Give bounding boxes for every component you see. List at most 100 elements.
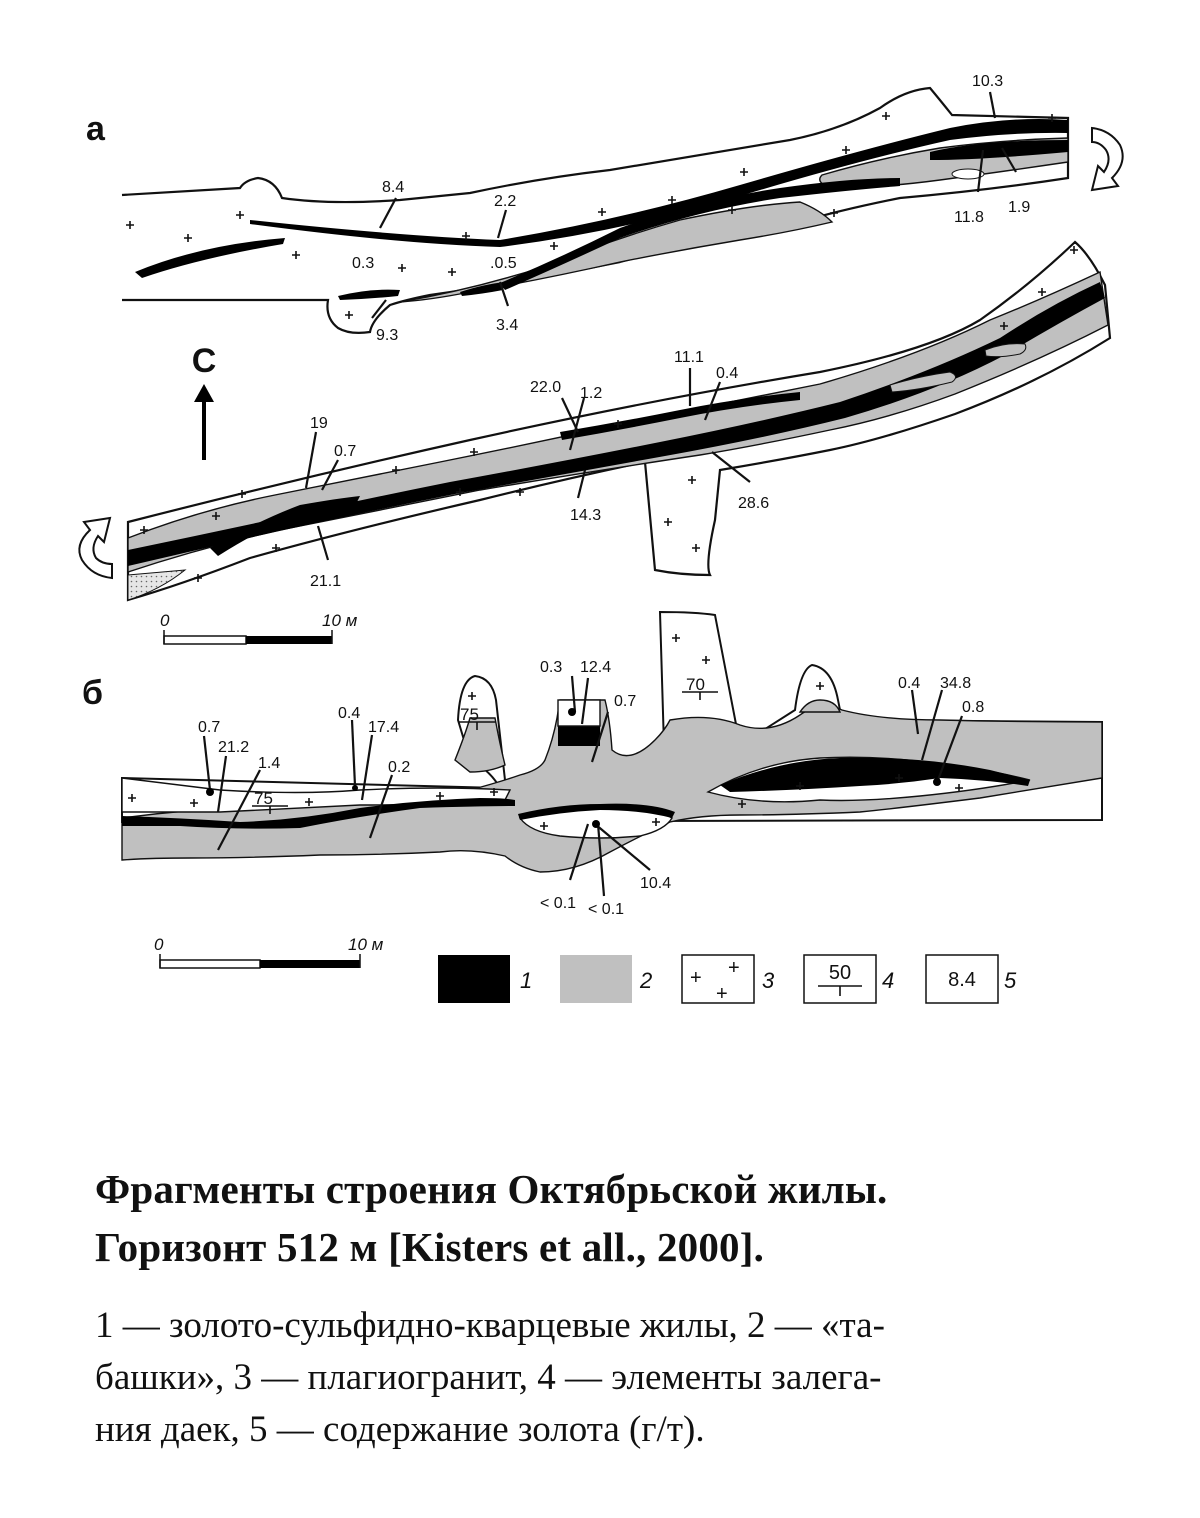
dip-value: 75 <box>460 705 479 724</box>
caption-title-line: Горизонт 512 м [Kisters et all., 2000]. <box>95 1224 765 1270</box>
tabashki-lens <box>889 371 956 393</box>
sandstone-patch <box>127 569 187 601</box>
figure-caption-title: Фрагменты строения Октябрьской жилы. Гор… <box>95 1160 1135 1276</box>
gold-value: 0.7 <box>614 693 636 710</box>
legend-swatch-tabashki <box>560 955 632 1003</box>
gold-value: 12.4 <box>580 659 611 676</box>
gold-value: 0.2 <box>388 759 410 776</box>
legend-gold-value: 8.4 <box>948 969 976 991</box>
legend-dip-value: 50 <box>829 962 851 984</box>
granite-plus-marks <box>128 634 963 830</box>
legend-swatch-granite <box>681 954 755 1004</box>
gold-value: 0.7 <box>334 443 356 460</box>
sample-points <box>206 708 941 828</box>
dip-value: 70 <box>686 675 705 694</box>
dike-window <box>557 699 601 727</box>
tabashki-zone <box>454 717 506 773</box>
quartz-vein <box>518 803 675 820</box>
gold-labels-a-lower: 11.1 0.4 22.0 1.2 19 0.7 14.3 28.6 21.1 <box>310 349 769 590</box>
legend-number: 2 <box>639 968 652 993</box>
gold-value: 1.9 <box>1008 199 1030 216</box>
gold-value: 2.2 <box>494 193 516 210</box>
tabashki-zone <box>127 270 1109 573</box>
gold-value: 0.4 <box>716 365 738 382</box>
tabashki-lens <box>984 343 1027 358</box>
scale-bar-b: 0 10 м <box>154 935 384 969</box>
gold-value: 1.2 <box>580 385 602 402</box>
gold-value: 0.8 <box>962 699 984 716</box>
gold-value: 0.3 <box>352 255 374 272</box>
dike-dip-symbols <box>252 691 718 814</box>
legend-swatch-vein <box>438 955 510 1003</box>
quartz-vein <box>500 178 900 290</box>
gold-value: .0.5 <box>490 255 517 272</box>
figure-caption-legend: 1 — золото-сульфидно-кварцевые жилы, 2 —… <box>95 1300 1135 1456</box>
xenolith-lens <box>951 168 985 180</box>
legend-plus: + <box>716 983 728 1005</box>
gold-value: < 0.1 <box>540 895 576 912</box>
caption-legend-line: башки», 3 — плагиогранит, 4 — элементы з… <box>95 1357 882 1398</box>
gold-value: 0.3 <box>540 659 562 676</box>
north-label: С <box>192 342 217 380</box>
panel-b-map <box>121 610 1103 873</box>
legend-dip-symbol <box>818 985 862 996</box>
scale-end: 10 м <box>322 611 358 630</box>
gold-value: 28.6 <box>738 495 769 512</box>
caption-legend-line: ния даек, 5 — содержание золота (г/т). <box>95 1409 705 1450</box>
gold-value: 0.4 <box>898 675 920 692</box>
dip-value: 75 <box>254 789 273 808</box>
scale-zero: 0 <box>160 611 170 630</box>
gold-value: 17.4 <box>368 719 399 736</box>
quartz-vein <box>930 140 1068 160</box>
quartz-vein <box>122 798 515 829</box>
gold-value: < 0.1 <box>588 901 624 918</box>
gold-value: 0.7 <box>198 719 220 736</box>
gold-value: 3.4 <box>496 317 518 334</box>
caption-title-line: Фрагменты строения Октябрьской жилы. <box>95 1166 888 1212</box>
gold-value: 10.4 <box>640 875 671 892</box>
quartz-vein <box>210 496 360 556</box>
gold-value: 0.4 <box>338 705 360 722</box>
legend-number: 5 <box>1004 968 1017 993</box>
gold-value: 10.3 <box>972 73 1003 90</box>
legend-number: 1 <box>520 968 532 993</box>
tabashki-zone <box>798 699 842 713</box>
granite-body <box>121 86 1070 334</box>
scale-bar-a: 0 10 м <box>160 611 358 645</box>
gold-value: 14.3 <box>570 507 601 524</box>
scale-zero: 0 <box>154 935 164 954</box>
north-arrow: С <box>192 342 217 460</box>
granite-plus-marks <box>140 246 1078 582</box>
panel-b-label: б <box>82 674 103 712</box>
rotation-arrow-icon <box>1090 126 1124 192</box>
gold-value: 11.8 <box>954 209 984 226</box>
gold-value: 9.3 <box>376 327 398 344</box>
arrow-head-icon <box>194 384 214 402</box>
panel-a-label: а <box>86 110 106 148</box>
quartz-vein <box>460 282 505 296</box>
quartz-vein <box>720 757 1030 792</box>
scale-end: 10 м <box>348 935 384 954</box>
gold-value: 1.4 <box>258 755 280 772</box>
quartz-vein <box>128 282 1105 566</box>
gold-value: 34.8 <box>940 675 971 692</box>
panel-a-lower-map <box>126 240 1112 602</box>
gold-value: 19 <box>310 415 328 432</box>
rotation-arrow-icon <box>78 516 113 580</box>
gold-value: 21.1 <box>310 573 341 590</box>
legend-swatch-gold <box>925 954 999 1004</box>
quartz-vein <box>558 726 600 746</box>
granite-plus-marks <box>126 112 1056 319</box>
legend-plus: + <box>728 957 740 979</box>
quartz-vein <box>560 392 800 440</box>
gold-value: 21.2 <box>218 739 249 756</box>
gold-value: 8.4 <box>382 179 404 196</box>
gold-labels-b: 0.3 12.4 0.7 0.4 34.8 0.8 0.7 21.2 1.4 0… <box>198 659 984 918</box>
quartz-vein <box>135 238 285 278</box>
tabashki-zone <box>121 699 1103 873</box>
legend-plus: + <box>690 967 702 989</box>
gold-value: 22.0 <box>530 379 561 396</box>
caption-legend-line: 1 — золото-сульфидно-кварцевые жилы, 2 —… <box>95 1305 885 1346</box>
sample-leader-lines <box>202 91 1017 897</box>
quartz-vein <box>338 289 400 300</box>
